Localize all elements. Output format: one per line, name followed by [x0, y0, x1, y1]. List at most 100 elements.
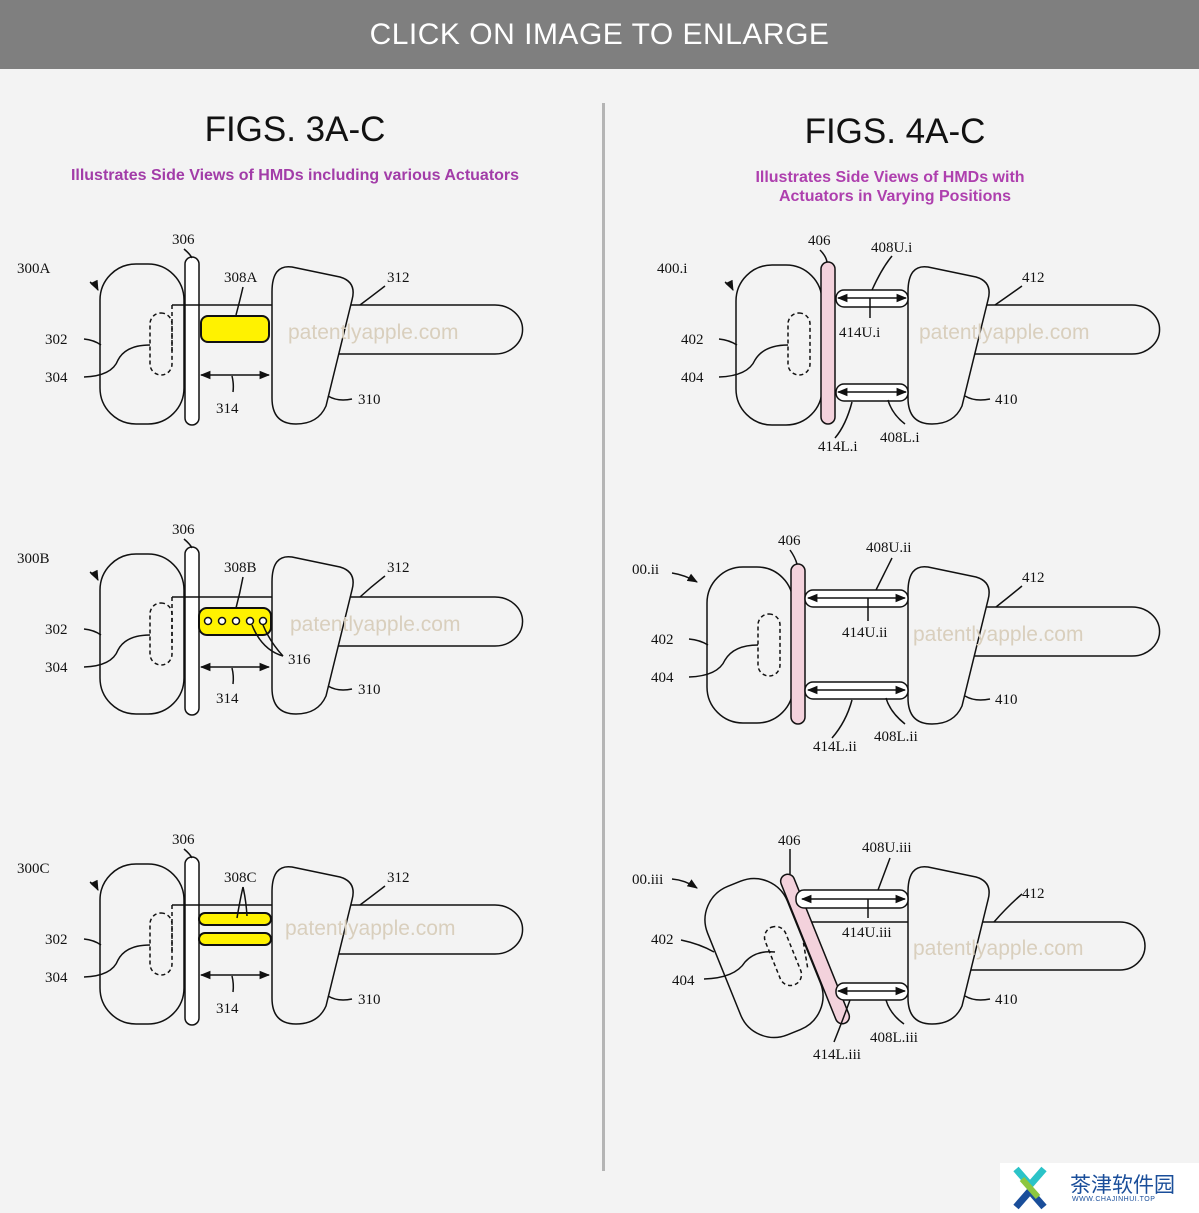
label-strap: 412 [1022, 570, 1045, 586]
lens [757, 613, 781, 677]
label-display: 402 [681, 332, 704, 348]
logo-text: 茶津软件园 [1070, 1173, 1175, 1197]
strap [172, 596, 524, 647]
site-logo [1000, 1163, 1199, 1213]
label-strap: 412 [1022, 270, 1045, 286]
strap [800, 921, 1146, 971]
label-cushion: 310 [358, 992, 381, 1008]
fig-3a: patentlyapple.com 300A 302 304 306 308A … [17, 232, 524, 426]
watermark: patentlyapple.com [288, 321, 458, 344]
label-strap: 312 [387, 870, 410, 886]
label-cells: 316 [288, 652, 311, 668]
lens [149, 602, 173, 666]
fig-3c: patentlyapple.com 300C 302 304 306 308C … [17, 832, 524, 1026]
frame-bar [779, 873, 851, 1025]
label-ref: 300A [17, 261, 51, 277]
label-ref: 00.iii [632, 872, 663, 888]
face-cushion [271, 555, 354, 715]
label-frame: 406 [808, 233, 831, 249]
label-lower: 408L.iii [870, 1030, 918, 1046]
label-cushion: 410 [995, 392, 1018, 408]
watermark: patentlyapple.com [913, 623, 1083, 646]
label-upper: 408U.i [871, 240, 912, 256]
label-strap: 412 [1022, 886, 1045, 902]
label-lower: 408L.ii [874, 729, 918, 745]
lens [149, 312, 173, 376]
right-figure-title: FIGS. 4A-C [804, 112, 986, 151]
frame-bar [184, 256, 200, 426]
face-cushion [907, 565, 990, 725]
actuator [200, 315, 270, 343]
strap [172, 304, 524, 355]
label-ref: 00.ii [632, 562, 659, 578]
strap [172, 904, 524, 955]
frame-bar [184, 546, 200, 716]
face-cushion [907, 865, 990, 1025]
lens [149, 912, 173, 976]
label-display: 402 [651, 932, 674, 948]
left-figure-subtitle: Illustrates Side Views of HMDs including… [70, 167, 520, 184]
lens [763, 925, 803, 987]
label-upper-gap: 414U.iii [842, 925, 892, 941]
label-gap: 314 [216, 691, 239, 707]
label-frame: 306 [172, 522, 195, 538]
lens [787, 312, 811, 376]
label-lower-gap: 414L.ii [813, 739, 857, 755]
label-lens: 404 [681, 370, 704, 386]
label-display: 402 [651, 632, 674, 648]
label-frame: 306 [172, 232, 195, 248]
label-ref: 300C [17, 861, 50, 877]
fig-4c: patentlyapple.com 00.iii 402 404 406 408… [632, 833, 1146, 1063]
watermark: patentlyapple.com [913, 937, 1083, 960]
label-cushion: 310 [358, 392, 381, 408]
label-lower: 408L.i [880, 430, 920, 446]
left-figure-title: FIGS. 3A-C [204, 110, 386, 149]
watermark: patentlyapple.com [290, 613, 460, 636]
label-lens: 304 [45, 970, 68, 986]
right-figure-subtitle-line2: Actuators in Varying Positions [778, 188, 1012, 205]
face-cushion [907, 265, 990, 425]
label-cushion: 310 [358, 682, 381, 698]
face-cushion [271, 265, 354, 425]
label-cushion: 410 [995, 692, 1018, 708]
label-frame: 306 [172, 832, 195, 848]
strap [908, 606, 1161, 657]
watermark: patentlyapple.com [285, 917, 455, 940]
enlarge-banner[interactable]: CLICK ON IMAGE TO ENLARGE [0, 0, 1199, 69]
label-lower-gap: 414L.i [818, 439, 858, 455]
label-strap: 312 [387, 560, 410, 576]
label-display: 302 [45, 332, 68, 348]
fig-3b: patentlyapple.com 300B 302 304 306 308B … [17, 522, 524, 716]
x-logo-icon [1013, 1166, 1047, 1210]
right-figure-subtitle-line1: Illustrates Side Views of HMDs with [755, 169, 1025, 186]
actuator-upper [198, 912, 272, 926]
label-frame: 406 [778, 533, 801, 549]
fig-4b: patentlyapple.com 00.ii 402 404 406 408U… [632, 533, 1161, 755]
actuator-lower [198, 932, 272, 946]
logo-url: WWW.CHAJINHUI.TOP [1072, 1196, 1156, 1203]
label-upper-gap: 414U.i [839, 325, 880, 341]
label-lens: 304 [45, 660, 68, 676]
label-upper: 408U.ii [866, 540, 911, 556]
label-gap: 314 [216, 401, 239, 417]
label-strap: 312 [387, 270, 410, 286]
label-actuator: 308A [224, 270, 258, 286]
label-upper: 408U.iii [862, 840, 912, 856]
label-lens: 404 [672, 973, 695, 989]
frame-bar [184, 856, 200, 1026]
column-divider [602, 103, 605, 1171]
label-actuator: 308B [224, 560, 257, 576]
label-frame: 406 [778, 833, 801, 849]
label-display: 302 [45, 622, 68, 638]
frame-bar [820, 261, 836, 425]
watermark: patentlyapple.com [919, 321, 1089, 344]
label-lower-gap: 414L.iii [813, 1047, 861, 1063]
strap [908, 304, 1161, 355]
label-ref: 300B [17, 551, 50, 567]
frame-bar [790, 563, 806, 725]
label-actuator: 308C [224, 870, 257, 886]
label-upper-gap: 414U.ii [842, 625, 887, 641]
face-cushion [271, 865, 354, 1025]
label-ref: 400.i [657, 261, 687, 277]
